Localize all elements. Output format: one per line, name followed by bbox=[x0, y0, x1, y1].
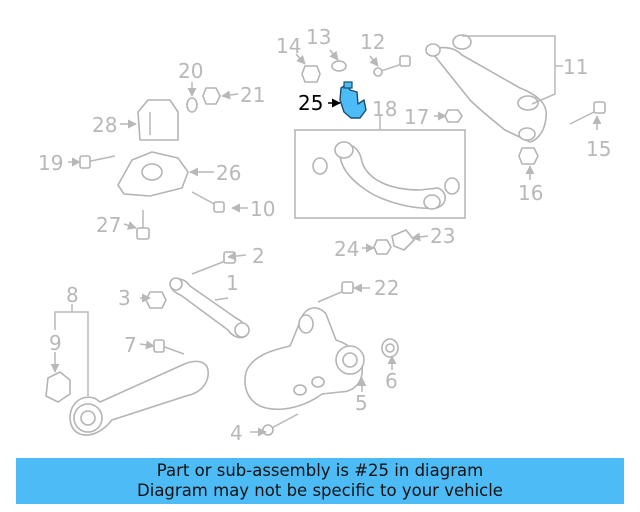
callout-5: 5 bbox=[355, 391, 368, 415]
part-3-nut bbox=[145, 291, 167, 309]
part-13-washer bbox=[331, 60, 347, 72]
part-7-bolt bbox=[153, 339, 185, 355]
callout-8: 8 bbox=[66, 283, 79, 307]
part-5-knuckle bbox=[244, 307, 365, 410]
part-6-bushing bbox=[381, 338, 399, 358]
callout-1: 1 bbox=[226, 271, 239, 295]
part-16-nut bbox=[518, 147, 539, 165]
part-28-mount bbox=[137, 99, 179, 141]
banner-line-1: Part or sub-assembly is #25 in diagram bbox=[156, 461, 484, 480]
callout-numbers: 1 2 3 4 5 6 7 8 9 10 11 12 13 14 15 16 1… bbox=[38, 25, 611, 445]
part-11-upper-arm bbox=[425, 34, 548, 143]
callout-20: 20 bbox=[178, 59, 203, 83]
callout-23: 23 bbox=[430, 224, 455, 248]
part-12-bolt bbox=[373, 55, 411, 77]
callout-17: 17 bbox=[404, 105, 429, 129]
info-banner: Part or sub-assembly is #25 in diagram D… bbox=[16, 458, 624, 504]
callout-19: 19 bbox=[38, 151, 63, 175]
callout-2: 2 bbox=[252, 244, 265, 268]
callout-26: 26 bbox=[216, 161, 241, 185]
callout-18: 18 bbox=[372, 97, 397, 121]
part-14-nut bbox=[301, 65, 321, 83]
callout-6: 6 bbox=[385, 369, 398, 393]
banner-line-2: Diagram may not be specific to your vehi… bbox=[137, 481, 503, 500]
part-15-bolt bbox=[569, 101, 606, 125]
callout-3: 3 bbox=[118, 286, 131, 310]
callout-12: 12 bbox=[360, 30, 385, 54]
callout-25: 25 bbox=[298, 91, 323, 115]
part-17-nut bbox=[444, 109, 463, 123]
part-4-bolt bbox=[262, 413, 299, 436]
part-19-bolt bbox=[79, 155, 116, 169]
callout-7: 7 bbox=[124, 333, 137, 357]
callout-11: 11 bbox=[563, 55, 588, 79]
part-10-bolt bbox=[191, 191, 225, 213]
part-21-nut bbox=[202, 87, 221, 105]
callout-13: 13 bbox=[306, 25, 331, 49]
callout-28: 28 bbox=[92, 113, 117, 137]
part-18-lower-arm bbox=[312, 141, 460, 210]
callout-21: 21 bbox=[240, 83, 265, 107]
parts-diagram: 1 2 3 4 5 6 7 8 9 10 11 12 13 14 15 16 1… bbox=[38, 25, 611, 445]
callout-15: 15 bbox=[586, 137, 611, 161]
callout-4: 4 bbox=[230, 421, 243, 445]
part-25-bracket-highlighted bbox=[339, 81, 367, 119]
callout-24: 24 bbox=[334, 237, 359, 261]
callout-22: 22 bbox=[374, 276, 399, 300]
leader-lines bbox=[50, 35, 602, 437]
part-22-bolt bbox=[317, 281, 354, 303]
part-8-trailing-arm bbox=[69, 360, 209, 436]
part-9-cap bbox=[45, 371, 71, 403]
part-1-link bbox=[169, 277, 250, 339]
part-20-washer bbox=[186, 97, 198, 113]
callout-16: 16 bbox=[518, 181, 543, 205]
callout-14: 14 bbox=[276, 34, 301, 58]
callout-27: 27 bbox=[96, 213, 121, 237]
part-23-plate bbox=[391, 229, 415, 251]
part-26-bracket bbox=[117, 151, 189, 197]
part-27-bolt bbox=[136, 210, 150, 240]
callout-10: 10 bbox=[250, 197, 275, 221]
callout-9: 9 bbox=[49, 331, 62, 355]
part-24-nut bbox=[373, 239, 392, 255]
